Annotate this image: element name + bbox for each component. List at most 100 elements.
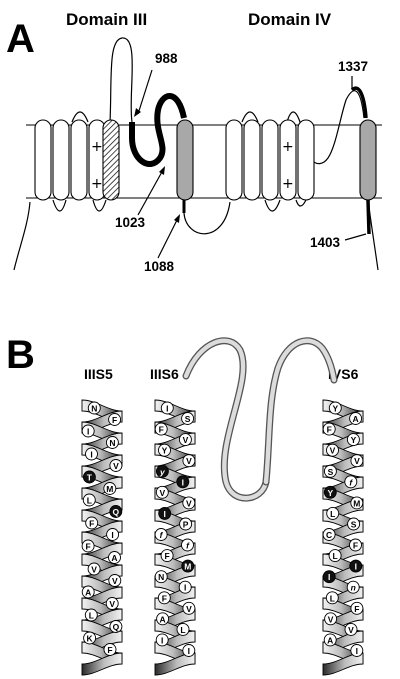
residue-circle [109,459,123,472]
residue-label: S [328,467,334,477]
residue-circle [326,506,340,520]
residue-label: n [351,583,356,593]
residue-circle [326,443,339,457]
residue-circle [160,549,174,563]
residue-circle [322,528,336,541]
residue-circle [349,559,363,573]
residue-label: T [87,473,93,483]
residue-circle [155,633,169,647]
residue-circle [176,622,190,636]
residue-label: V [113,461,119,471]
residue-circle [154,422,168,436]
residue-circle [322,422,336,436]
residue-circle [324,612,338,626]
residue-circle [85,447,98,461]
residue-label: V [186,456,192,466]
marker-1088: 1088 [144,259,175,274]
residue-circle [81,585,95,599]
residue-circle [82,493,96,507]
domain-iv-loops [241,90,365,212]
residue-circle [82,470,96,484]
residue-label: L [330,593,335,603]
iv-s6 [359,119,377,201]
iii-s3 [70,119,88,201]
residue-label: F [112,415,117,425]
residue-circle [157,591,171,605]
residue-label: F [162,593,167,603]
residue-label: F [354,604,359,614]
iii-iv-linker [183,201,231,235]
domain-iii-label: Domain III [66,10,147,29]
residue-circle [108,551,121,564]
residue-circle [350,454,364,468]
residue-label: K [87,634,94,644]
residue-label: V [354,456,360,466]
iv-s2 [243,119,261,201]
residue-circle [181,538,194,552]
iv-s4 [279,119,297,201]
helix-ribbon-band [81,652,123,676]
domain-iii-segments [34,119,194,201]
residue-label: I [87,427,89,437]
residue-circle [155,464,169,478]
residue-circle [322,570,336,584]
residue-circle [178,580,192,594]
arrow-988-head [134,108,141,117]
iii-s1 [34,119,52,201]
residue-label: Q [113,622,120,632]
residue-label: V [109,599,115,609]
residue-circle [87,401,101,415]
residue-circle [160,401,174,415]
residue-label: A [85,588,91,598]
residue-label: M [184,562,191,572]
residue-circle [108,574,122,587]
residue-circle [350,644,364,657]
plus-sign-iv-s4-top: + [282,139,294,155]
residue-circle [350,601,364,615]
residue-label: F [89,519,94,529]
residue-label: A [327,635,333,645]
residue-label: V [348,625,354,635]
residue-label: f [160,530,164,540]
arrow-988 [137,69,153,115]
residue-label: P [183,520,189,530]
residue-label: V [186,498,192,508]
residue-label: I [328,572,330,582]
residue-label: Y [162,446,168,456]
residue-circle [87,562,101,576]
plus-sign-iii-s4-bottom: + [91,176,103,192]
marker-1403: 1403 [310,235,341,250]
residue-circle [83,631,97,645]
residue-label: S [185,414,191,424]
helices: NFINIVTMLQFIFAVVAVLQKFISFVYVyIVVIPffFMNI… [81,399,364,676]
residue-circle [105,436,119,449]
marker-988: 988 [155,51,178,66]
residue-label: L [87,496,92,506]
residue-label: N [91,404,97,414]
residue-circle [328,549,342,563]
helix-title-iiis5: IIIS5 [84,366,113,382]
pore-loop-ribbon [182,337,338,502]
residue-label: Y [332,404,338,414]
iii-s5 [102,119,120,201]
residue-label: I [90,450,92,460]
residue-circle [154,570,168,584]
residue-label: F [159,425,164,435]
residue-label: F [107,645,112,655]
iv-s5 [297,119,315,201]
iii-s2 [52,119,70,201]
residue-circle [81,539,95,553]
residue-label: I [355,562,357,572]
residue-circle [179,517,193,531]
residue-circle [323,633,337,647]
residue-circle [344,475,358,489]
marker-1337: 1337 [338,59,368,74]
helix-ribbon-band [322,652,364,676]
residue-circle [349,412,363,425]
plus-sign-iv-s4-bottom: + [282,176,294,192]
domain-iv-label: Domain IV [248,10,332,29]
iv-s3 [261,119,279,201]
arrow-1023 [137,169,164,216]
panel-b: B IIIS5 IIIS6 IVS6 NFINIVTMLQFIFAVVAVLQK… [6,333,364,676]
